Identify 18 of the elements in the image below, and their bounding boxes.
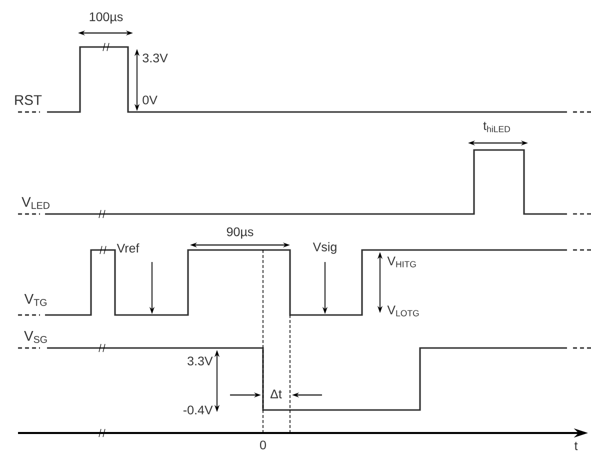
voltage-label: 3.3V bbox=[142, 54, 168, 62]
duration-label: 100µs bbox=[90, 12, 123, 24]
signal-level-label: Vref bbox=[116, 243, 140, 253]
signal-label: RST bbox=[15, 95, 42, 105]
signal-label: V$_{TG}$ bbox=[24, 294, 46, 306]
duration-label: t$_{hiLED}$ bbox=[483, 122, 510, 132]
voltage-label: 3.3V bbox=[188, 356, 213, 366]
voltage-label: 0V bbox=[142, 96, 158, 104]
signal-label: V$_{SG}$ bbox=[24, 331, 47, 343]
signal-label: V$_{LED}$ bbox=[22, 197, 50, 209]
signal-level-label: Vsig bbox=[312, 242, 336, 254]
voltage-label: V$_{LOTG}$ bbox=[387, 306, 419, 316]
voltage-label: V$_{HITG}$ bbox=[387, 256, 416, 268]
duration-label: 90µs bbox=[226, 227, 254, 239]
voltage-label: -0.4V bbox=[183, 406, 213, 414]
duration-label: Δt bbox=[270, 390, 282, 398]
axis-label: t bbox=[574, 442, 578, 450]
axis-tick-label: 0 bbox=[260, 440, 266, 450]
